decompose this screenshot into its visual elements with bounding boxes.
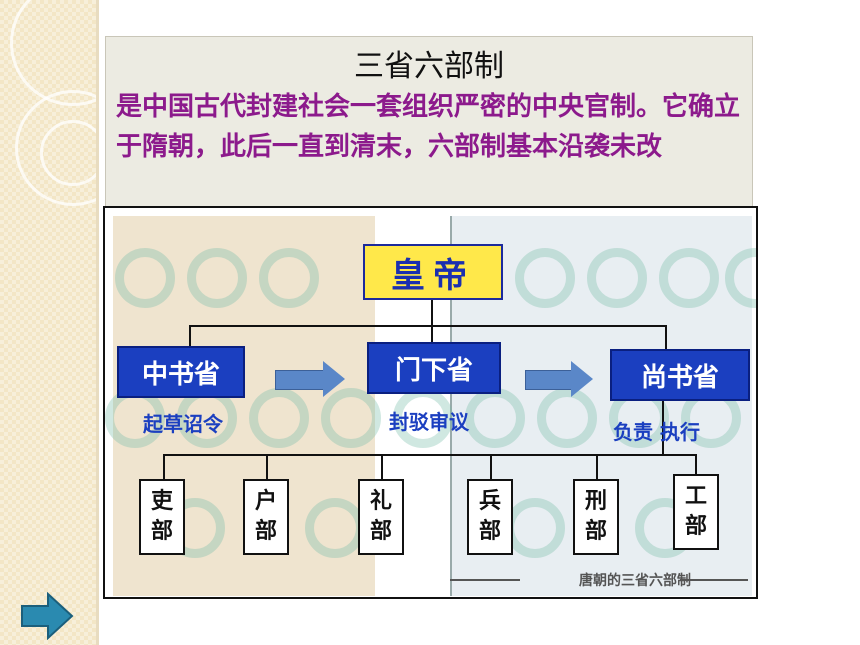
connector-line: [695, 454, 697, 474]
emperor-box: 皇帝: [363, 244, 503, 300]
ministry-bing: 兵部: [467, 479, 513, 555]
next-slide-arrow-icon[interactable]: [20, 592, 74, 640]
connector-line: [665, 325, 667, 349]
connector-line: [189, 325, 665, 327]
connector-line: [431, 300, 433, 326]
department-menxia: 门下省: [367, 342, 501, 394]
connector-line: [163, 454, 165, 480]
slide-description: 是中国古代封建社会一套组织严密的中央官制。它确立于隋朝，此后一直到清末，六部制基…: [116, 92, 741, 162]
sidebar-divider: [96, 0, 99, 645]
flow-arrow: [525, 370, 573, 390]
caption-line: [680, 579, 748, 581]
connector-line: [596, 454, 598, 480]
decorative-circle: [40, 120, 106, 186]
watermark-pattern: [105, 498, 756, 568]
flow-arrow-head: [323, 361, 345, 397]
flow-arrow-head: [571, 361, 593, 397]
decorative-sidebar: [0, 0, 136, 645]
ministry-xing: 刑部: [573, 479, 619, 555]
caption-line: [450, 579, 520, 581]
ministry-li: 吏部: [139, 479, 185, 555]
flow-arrow: [275, 370, 325, 390]
department-shangshu: 尚书省: [610, 349, 750, 401]
function-label: 封驳审议: [389, 410, 469, 434]
slide-title: 三省六部制: [354, 49, 504, 84]
ministry-gong: 工部: [673, 474, 719, 550]
org-chart-frame: 皇帝 中书省 门下省 尚书省 起草诏令 封驳审议 负责 执行 吏部 户部 礼部 …: [103, 206, 758, 599]
watermark-pattern: [105, 248, 756, 318]
function-label: 负责 执行: [613, 420, 700, 444]
connector-line: [266, 454, 268, 480]
connector-line: [189, 325, 191, 349]
connector-line: [662, 398, 664, 456]
connector-line: [490, 454, 492, 480]
ministry-li-rites: 礼部: [358, 479, 404, 555]
connector-line: [381, 454, 383, 480]
title-box: 三省六部制 是中国古代封建社会一套组织严密的中央官制。它确立于隋朝，此后一直到清…: [105, 36, 753, 208]
ministry-hu: 户部: [243, 479, 289, 555]
department-zhongshu: 中书省: [117, 346, 245, 398]
diagram-caption: 唐朝的三省六部制: [579, 573, 691, 589]
connector-line: [163, 454, 695, 456]
function-label: 起草诏令: [143, 412, 223, 436]
connector-line: [431, 325, 433, 345]
